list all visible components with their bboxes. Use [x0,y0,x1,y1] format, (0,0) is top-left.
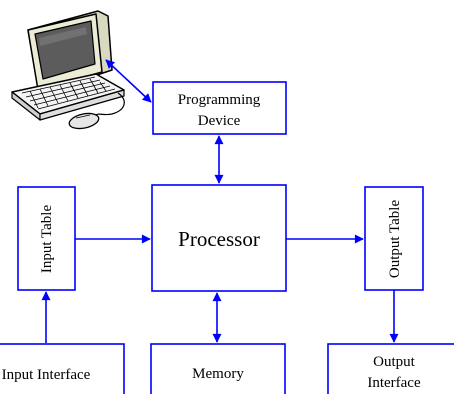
input-table-box [17,186,76,291]
memory-label: Memory [192,366,244,382]
memory-box [150,343,286,394]
input-table-label: Input Table [39,205,55,274]
computer-programming-device-arrow [105,59,152,103]
programming-device-box [152,81,287,135]
processor-label: Processor [178,227,260,251]
input-interface-box [0,343,125,394]
processor-box [151,184,287,292]
programming-device-label-line1: Programming [178,92,261,108]
programming-device-label-line2: Device [198,113,241,129]
output-table-label: Output Table [387,200,403,279]
output-interface-box [327,343,454,394]
input-interface-label: Input Interface [2,367,91,383]
output-table-box [364,186,424,291]
output-interface-label-line1: Output [373,354,416,370]
desktop-computer-icon [11,10,125,130]
output-interface-label-line2: Interface [367,375,421,391]
